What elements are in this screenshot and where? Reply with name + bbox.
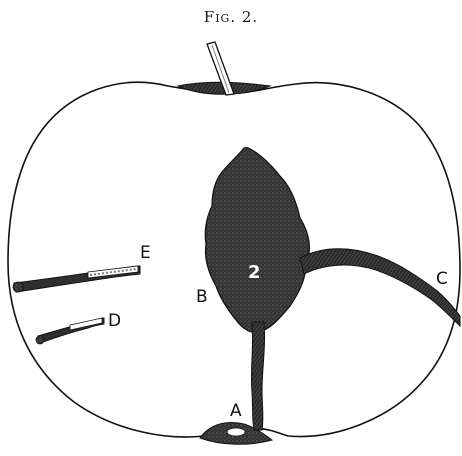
label-d: D (108, 311, 121, 331)
label-b: B (196, 287, 208, 307)
larval-chamber (205, 148, 309, 333)
label-center: 2 (248, 262, 261, 283)
label-a: A (230, 401, 242, 421)
tunnel-to-a (251, 322, 264, 430)
label-e: E (140, 243, 151, 263)
label-c: C (436, 269, 448, 289)
